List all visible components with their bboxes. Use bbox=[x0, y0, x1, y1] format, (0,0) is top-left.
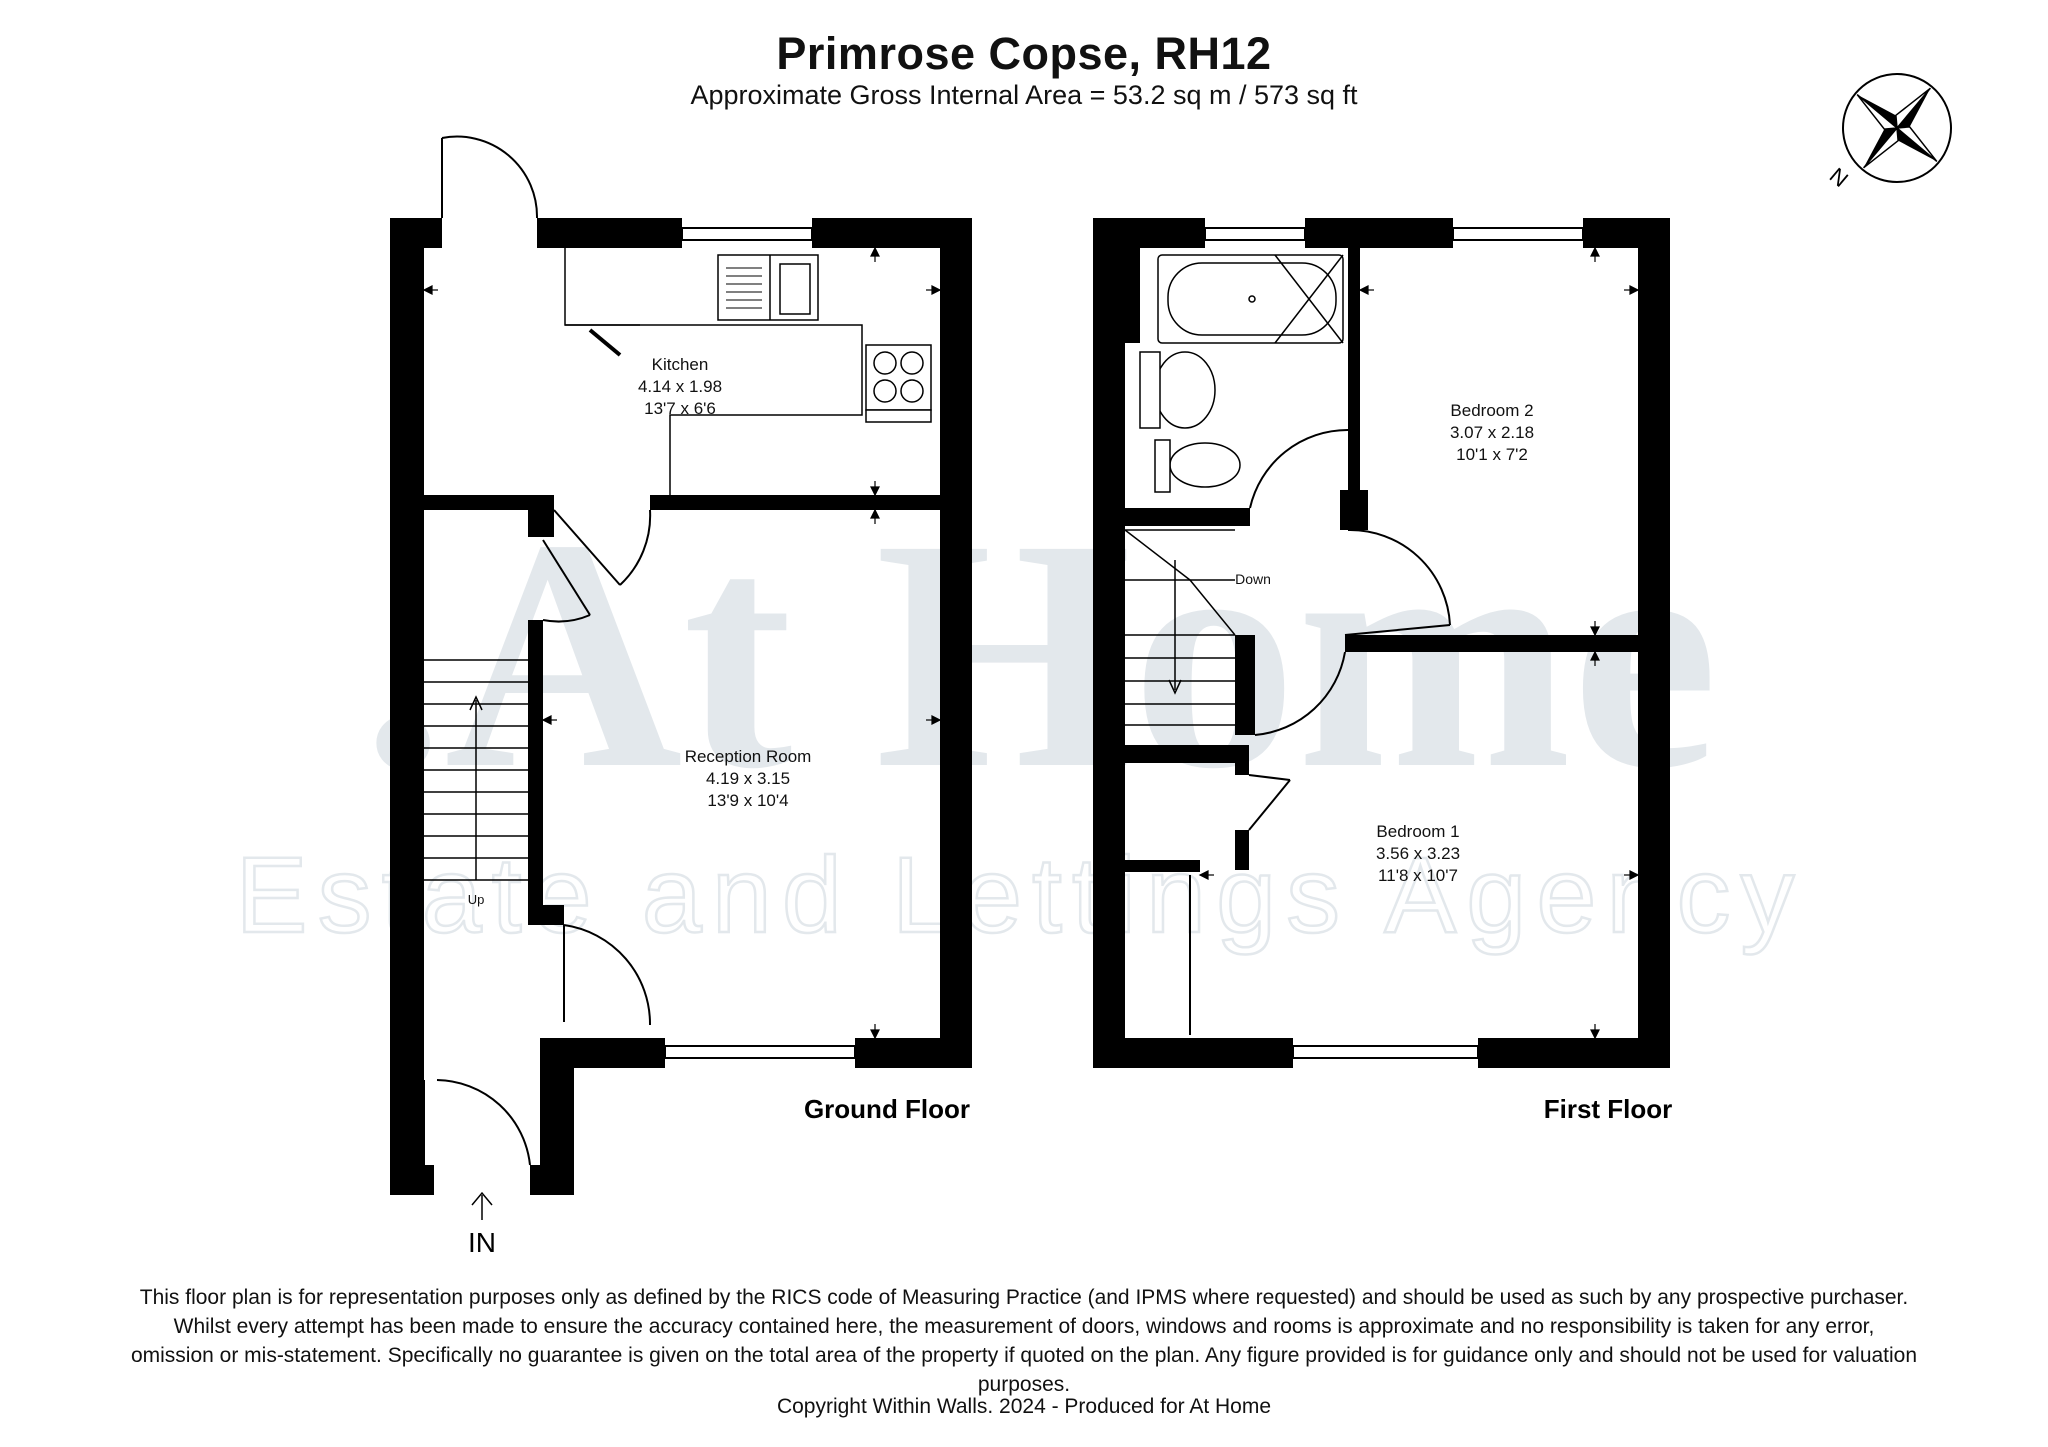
gf-wall-left-top bbox=[390, 218, 442, 248]
copyright-text: Copyright Within Walls. 2024 - Produced … bbox=[776, 1395, 1272, 1418]
ff-wall-wardrobe bbox=[1125, 860, 1200, 872]
kitchen-fittings bbox=[564, 248, 932, 495]
ff-wall-bed-divider bbox=[1345, 635, 1638, 652]
kitchen-imperial: 13'7 x 6'6 bbox=[644, 399, 716, 418]
ff-wall-bath-mid bbox=[1125, 508, 1250, 526]
compass-icon bbox=[1842, 73, 1952, 183]
bedroom1-imperial: 11'8 x 10'7 bbox=[1378, 866, 1458, 885]
first-floor-label: First Floor bbox=[1544, 1094, 1673, 1124]
gf-wall-porch-left bbox=[390, 1165, 434, 1195]
gf-windows bbox=[664, 227, 856, 1059]
gf-doors bbox=[423, 135, 652, 1166]
bedroom2-imperial: 10'1 x 7'2 bbox=[1456, 445, 1528, 464]
ff-wall-left bbox=[1093, 218, 1125, 1068]
ff-doors bbox=[1189, 428, 1451, 1035]
ff-dimension-markers bbox=[1198, 246, 1640, 1040]
bathroom-window bbox=[1204, 227, 1306, 241]
page-title: Primrose Copse, RH12 bbox=[776, 28, 1272, 79]
entrance-label: IN bbox=[468, 1227, 496, 1258]
gf-wall-top-a bbox=[537, 218, 682, 248]
ff-wall-top-b bbox=[1305, 218, 1453, 248]
ground-floor-label: Ground Floor bbox=[804, 1094, 970, 1124]
gf-stairs bbox=[424, 659, 528, 1220]
ff-stairs bbox=[1124, 529, 1236, 726]
ff-wall-bath-right bbox=[1348, 248, 1360, 508]
reception-name: Reception Room bbox=[685, 747, 812, 766]
toilet-icon bbox=[1169, 442, 1241, 488]
bedroom1-metric: 3.56 x 3.23 bbox=[1376, 844, 1460, 863]
gross-area: Approximate Gross Internal Area = 53.2 s… bbox=[690, 80, 1358, 110]
kitchen-metric: 4.14 x 1.98 bbox=[638, 377, 722, 396]
gf-wall-porch-bottom bbox=[530, 1165, 574, 1195]
bedroom2-metric: 3.07 x 2.18 bbox=[1450, 423, 1534, 442]
gf-wall-stair bbox=[528, 620, 543, 925]
gf-wall-right bbox=[940, 218, 972, 1068]
ff-wall-bath-top bbox=[1125, 248, 1140, 343]
bedroom1-name: Bedroom 1 bbox=[1376, 822, 1459, 841]
reception-window bbox=[664, 1045, 856, 1059]
room-labels: Kitchen 4.14 x 1.98 13'7 x 6'6 Reception… bbox=[468, 355, 1534, 907]
compass-north-label: N bbox=[1825, 163, 1853, 192]
ff-wall-cupboard-right bbox=[1235, 745, 1249, 775]
reception-metric: 4.19 x 3.15 bbox=[706, 769, 790, 788]
gf-wall-kitchen-a bbox=[424, 495, 554, 510]
kitchen-window bbox=[681, 227, 813, 241]
gf-wall-stair-top bbox=[528, 495, 554, 537]
hob-icon bbox=[865, 344, 932, 411]
ground-floor bbox=[390, 218, 972, 1195]
gf-wall-stair-foot bbox=[528, 905, 564, 925]
stairs-down-label: Down bbox=[1235, 571, 1271, 587]
gf-wall-kitchen-b bbox=[650, 495, 940, 510]
bathroom-fittings bbox=[1139, 254, 1344, 493]
ff-wall-landing bbox=[1235, 635, 1255, 735]
ff-wall-top-a bbox=[1093, 218, 1205, 248]
reception-imperial: 13'9 x 10'4 bbox=[707, 791, 788, 810]
watermark-tagline: Estate and Lettings Agency bbox=[236, 834, 1805, 955]
watermark: .At Home Estate and Lettings Agency bbox=[234, 472, 1805, 956]
ff-wall-bottom-a bbox=[1093, 1038, 1293, 1068]
ff-wall-cupboard-top bbox=[1125, 745, 1245, 763]
gf-dimension-markers bbox=[422, 246, 942, 1040]
kitchen-name: Kitchen bbox=[652, 355, 709, 374]
ff-windows bbox=[1204, 227, 1584, 1059]
ff-wall-bath-corner bbox=[1340, 490, 1368, 530]
basin-icon bbox=[1154, 351, 1216, 429]
first-floor bbox=[1093, 218, 1670, 1068]
ff-wall-cupboard-b bbox=[1235, 830, 1249, 870]
ff-wall-bottom-b bbox=[1478, 1038, 1670, 1068]
bedroom2-window bbox=[1452, 227, 1584, 241]
gf-wall-left bbox=[390, 218, 424, 1195]
ff-wall-right bbox=[1638, 218, 1670, 1068]
disclaimer-text: This floor plan is for representation pu… bbox=[130, 1286, 1918, 1396]
watermark-brand: .At Home bbox=[362, 472, 1718, 837]
bedroom2-name: Bedroom 2 bbox=[1450, 401, 1533, 420]
stairs-up-label: Up bbox=[468, 892, 485, 907]
gf-wall-bottom-b bbox=[855, 1038, 972, 1068]
bedroom1-window bbox=[1292, 1045, 1479, 1059]
